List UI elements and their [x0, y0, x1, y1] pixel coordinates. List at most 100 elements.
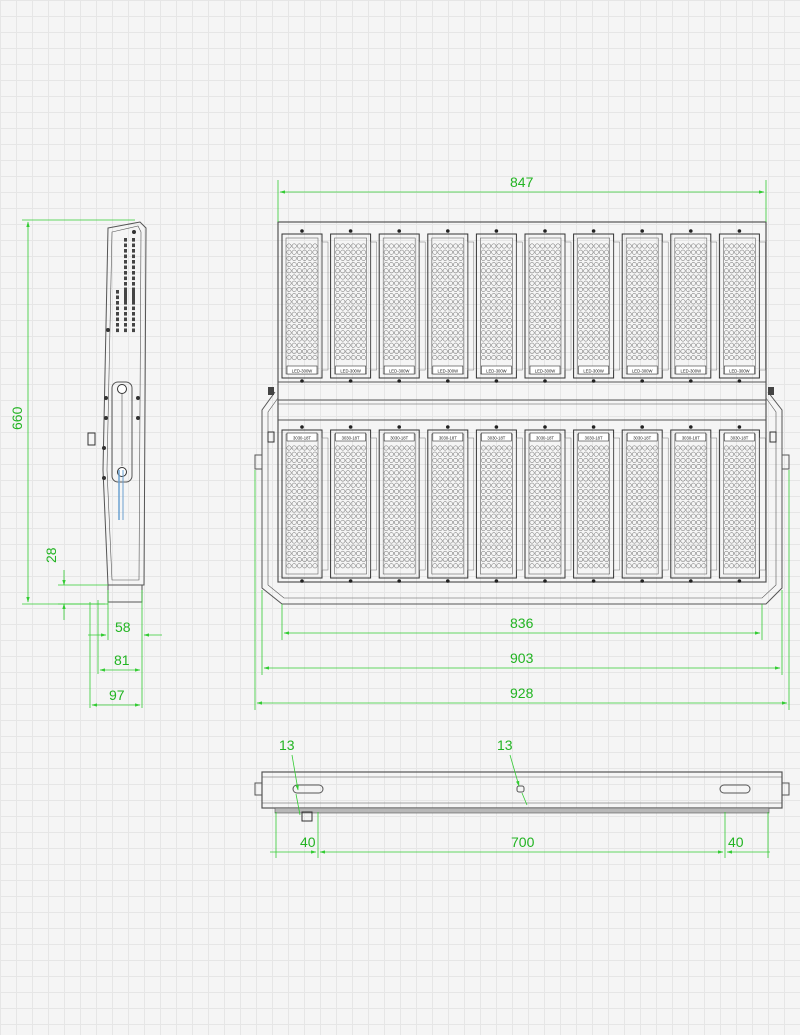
dim-text-660: 660 [9, 406, 25, 430]
led-module: LED-300W [573, 229, 620, 383]
dim-text-28: 28 [43, 547, 59, 563]
led-module: LED-300W [621, 229, 669, 383]
module-label-text: LED-300W [535, 368, 556, 373]
dim-depth: 58 81 97 [88, 590, 162, 708]
dim-text-97: 97 [109, 687, 125, 703]
vent-slot [124, 276, 127, 281]
vent-slot [132, 249, 135, 253]
led-lens-grid [626, 243, 658, 361]
led-module: LED-300W [524, 229, 572, 383]
vent-slot [124, 260, 127, 264]
module-label: 3030-18T [626, 432, 658, 442]
module-label: 3030-18T [335, 432, 366, 442]
dim-text-700: 700 [511, 834, 535, 850]
vent-slot [132, 317, 135, 322]
vent-slot [116, 295, 119, 300]
led-lens-grid [529, 445, 561, 569]
module-label-text: 3030-18T [633, 435, 651, 440]
module-label: 3030-18T [432, 432, 464, 442]
dim-836: 836 [281, 604, 763, 640]
led-lens-grid [723, 243, 755, 361]
led-lens-grid [578, 243, 610, 361]
vent-slot [124, 328, 127, 333]
side-bracket [87, 381, 143, 603]
module-label-text: 3030-18T [487, 435, 505, 440]
dim-text-13-left: 13 [279, 737, 295, 753]
screw-hole [104, 396, 108, 400]
module-label: LED-300W [286, 365, 318, 375]
module-label: LED-300W [335, 365, 366, 375]
vent-slot [132, 265, 135, 270]
module-label-text: 3030-18T [585, 435, 603, 440]
vent-slot [132, 287, 135, 292]
front-view: LED-300W LED-300W LED-300W LED-300W LED-300W… [254, 174, 790, 710]
vent-slot [132, 254, 135, 259]
vent-slot [132, 260, 135, 264]
module-label-text: 3030-18T [390, 435, 408, 440]
led-lens-grid [286, 243, 318, 361]
led-lens-grid [432, 243, 464, 361]
vent-slot [116, 301, 119, 305]
screw-hole [102, 476, 106, 480]
led-lens-grid [335, 243, 367, 361]
led-module: 3030-18T [718, 425, 766, 583]
module-label: LED-300W [626, 365, 658, 375]
vent-slot [132, 306, 135, 311]
led-module: 3030-18T [524, 425, 572, 583]
module-label: 3030-18T [286, 432, 318, 442]
led-module: 3030-18T [475, 425, 523, 583]
led-lens-grid [432, 445, 464, 569]
vent-slot [132, 282, 135, 286]
vent-slot [132, 290, 135, 294]
led-module: 3030-18T [670, 425, 718, 583]
vent-slot [132, 323, 135, 327]
dim-903: 903 [261, 590, 783, 675]
vent-slot [116, 323, 119, 327]
vent-slot [116, 317, 119, 322]
led-module: LED-300W [427, 229, 475, 383]
module-label: LED-300W [432, 365, 464, 375]
dim-text-836: 836 [510, 615, 534, 631]
module-label-text: LED-300W [632, 368, 653, 373]
module-label: LED-300W [383, 365, 415, 375]
led-modules-top-row: LED-300W LED-300W LED-300W LED-300W LED-300W… [281, 229, 766, 383]
vent-slot [124, 249, 127, 253]
led-lens-grid [626, 445, 658, 569]
vent-slot [132, 271, 135, 275]
module-label-text: LED-300W [438, 368, 459, 373]
module-label: LED-300W [481, 365, 512, 375]
module-label: 3030-18T [481, 432, 512, 442]
vent-slot [132, 238, 135, 242]
led-lens-grid [675, 445, 707, 569]
module-label: 3030-18T [675, 432, 707, 442]
dim-hole-center-13: 13 [497, 737, 528, 806]
vent-slot [124, 282, 127, 286]
led-lens-grid [578, 445, 610, 569]
led-lens-grid [286, 445, 318, 569]
dim-text-81: 81 [114, 652, 130, 668]
vent-slot [124, 301, 127, 305]
led-lens-grid [480, 445, 512, 569]
module-label-text: LED-300W [681, 368, 702, 373]
led-lens-grid [383, 445, 415, 569]
side-view: 660 28 58 81 97 [9, 219, 162, 708]
led-module: LED-300W [281, 229, 329, 383]
led-module: 3030-18T [621, 425, 669, 583]
housing-frame [277, 221, 767, 583]
led-module: 3030-18T [427, 425, 475, 583]
vent-slot [124, 295, 127, 300]
led-module: LED-300W [475, 229, 523, 383]
led-module: LED-300W [330, 229, 377, 383]
module-label-text: 3030-18T [342, 435, 360, 440]
vent-slot [124, 312, 127, 316]
vent-slot [124, 323, 127, 327]
vent-slot [116, 312, 119, 316]
vent-slot [132, 301, 135, 305]
module-label: 3030-18T [383, 432, 415, 442]
screw-hole [106, 328, 110, 332]
vent-slot [124, 265, 127, 270]
led-module: 3030-18T [378, 425, 426, 583]
vent-slot [132, 243, 135, 248]
module-label: 3030-18T [529, 432, 561, 442]
led-module: 3030-18T [281, 425, 329, 583]
